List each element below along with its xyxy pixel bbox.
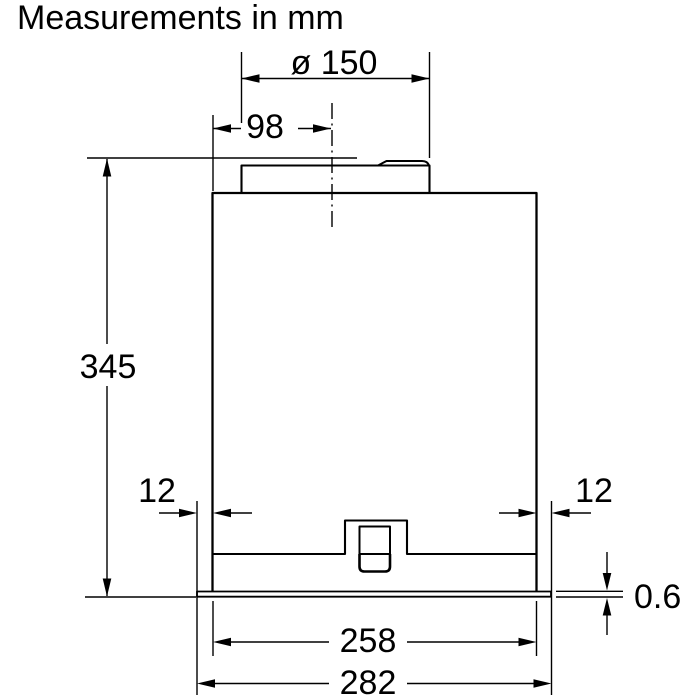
label-duct-diameter: ø 150 [291,44,378,82]
bottom-panel [196,590,552,598]
dim-lip-left: 12 [138,472,252,695]
arrowhead-right [518,508,537,518]
arrowhead-right [313,124,331,133]
dim-duct-center-offset: 98 [212,108,331,191]
label-duct-center-offset: 98 [246,108,284,146]
junction-box-lower [358,554,392,573]
junction-box-upper [358,525,391,555]
base-recess-line [212,519,537,556]
arrowhead-left [213,124,231,133]
label-lip-right: 12 [575,472,613,510]
dim-lip-right: 12 [499,472,613,695]
arrowhead-up [102,158,112,177]
arrowhead-left [241,74,260,83]
arrowhead-right [533,679,552,688]
dim-duct-diameter: ø 150 [240,44,431,158]
arrowhead-right [179,508,197,518]
dim-panel-thickness: 0.6 [556,552,681,635]
arrowhead-down [602,573,612,591]
arrowhead-left [197,679,215,688]
label-height: 345 [80,348,137,386]
arrowhead-up [602,598,612,616]
arrowhead-right [411,74,430,83]
dim-body-width: 258 [212,601,538,660]
hood-outline [196,103,552,598]
arrowhead-left [213,637,231,647]
label-body-width: 258 [340,622,397,660]
label-panel-thickness: 0.6 [634,578,681,616]
body-outline [211,191,538,592]
label-lip-left: 12 [138,472,176,510]
collar-tab [377,160,430,167]
arrowhead-left [213,508,231,518]
dim-height: 345 [80,157,357,598]
arrowhead-down [102,578,112,597]
dim-overall-width: 282 [197,664,552,700]
arrowhead-right [518,637,537,647]
label-overall-width: 282 [340,664,397,700]
page-title: Measurements in mm [17,0,344,37]
arrowhead-left [551,508,570,518]
duct-collar [240,164,431,193]
